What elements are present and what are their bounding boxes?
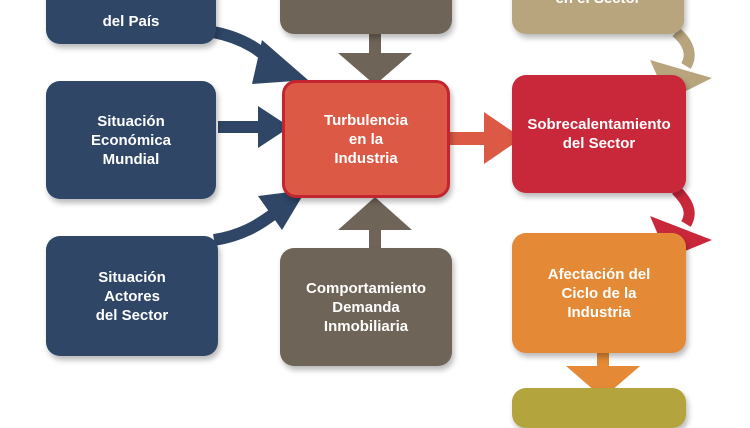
box-afectacion-label: Afectación del Ciclo de la Industria [547,265,651,321]
arrow-head-pais [252,40,308,84]
box-pais-label: del País [102,12,160,30]
box-demanda-label: Comportamiento Demanda Inmobiliaria [306,279,426,335]
arrow-head-turbulencia [484,112,522,164]
arrow-economica-to-turbulencia [218,121,260,133]
arrow-sobrecalentamiento-to-afectacion [672,186,695,227]
arrow-head-demanda [338,197,412,230]
box-economica-mundial: Situación Económica Mundial [46,81,216,199]
arrow-demanda-to-turbulencia [369,225,381,249]
box-sobrecalentamiento: Sobrecalentamiento del Sector [512,75,686,193]
box-pais: del País [46,0,216,44]
box-olive-bottom [512,388,686,428]
arrow-head-top [338,53,412,85]
box-actores: Situación Actores del Sector [46,236,218,356]
box-sector-top: en el Sector [512,0,684,34]
box-economica-mundial-label: Situación Económica Mundial [90,112,172,168]
box-turbulencia: Turbulencia en la Industria [282,80,450,198]
arrow-head-actores [258,190,306,230]
box-afectacion: Afectación del Ciclo de la Industria [512,233,686,353]
box-sobrecalentamiento-label: Sobrecalentamiento del Sector [527,116,671,152]
arrow-top-to-turbulencia [369,33,381,55]
box-sector-top-label: en el Sector [547,0,648,26]
arrow-afectacion-to-olive [597,352,609,370]
box-demanda: Comportamiento Demanda Inmobiliaria [280,248,452,366]
box-actores-label: Situación Actores del Sector [95,268,169,324]
box-top-center [280,0,452,34]
arrow-tan-to-sobrecalentamiento [672,27,695,69]
box-turbulencia-label: Turbulencia en la Industria [324,111,408,167]
arrow-turbulencia-to-sobrecalentamiento [450,132,490,145]
arrow-head-afectacion [566,366,640,398]
arrow-head-economica [258,106,290,148]
arrow-actores-to-turbulencia [212,207,280,246]
